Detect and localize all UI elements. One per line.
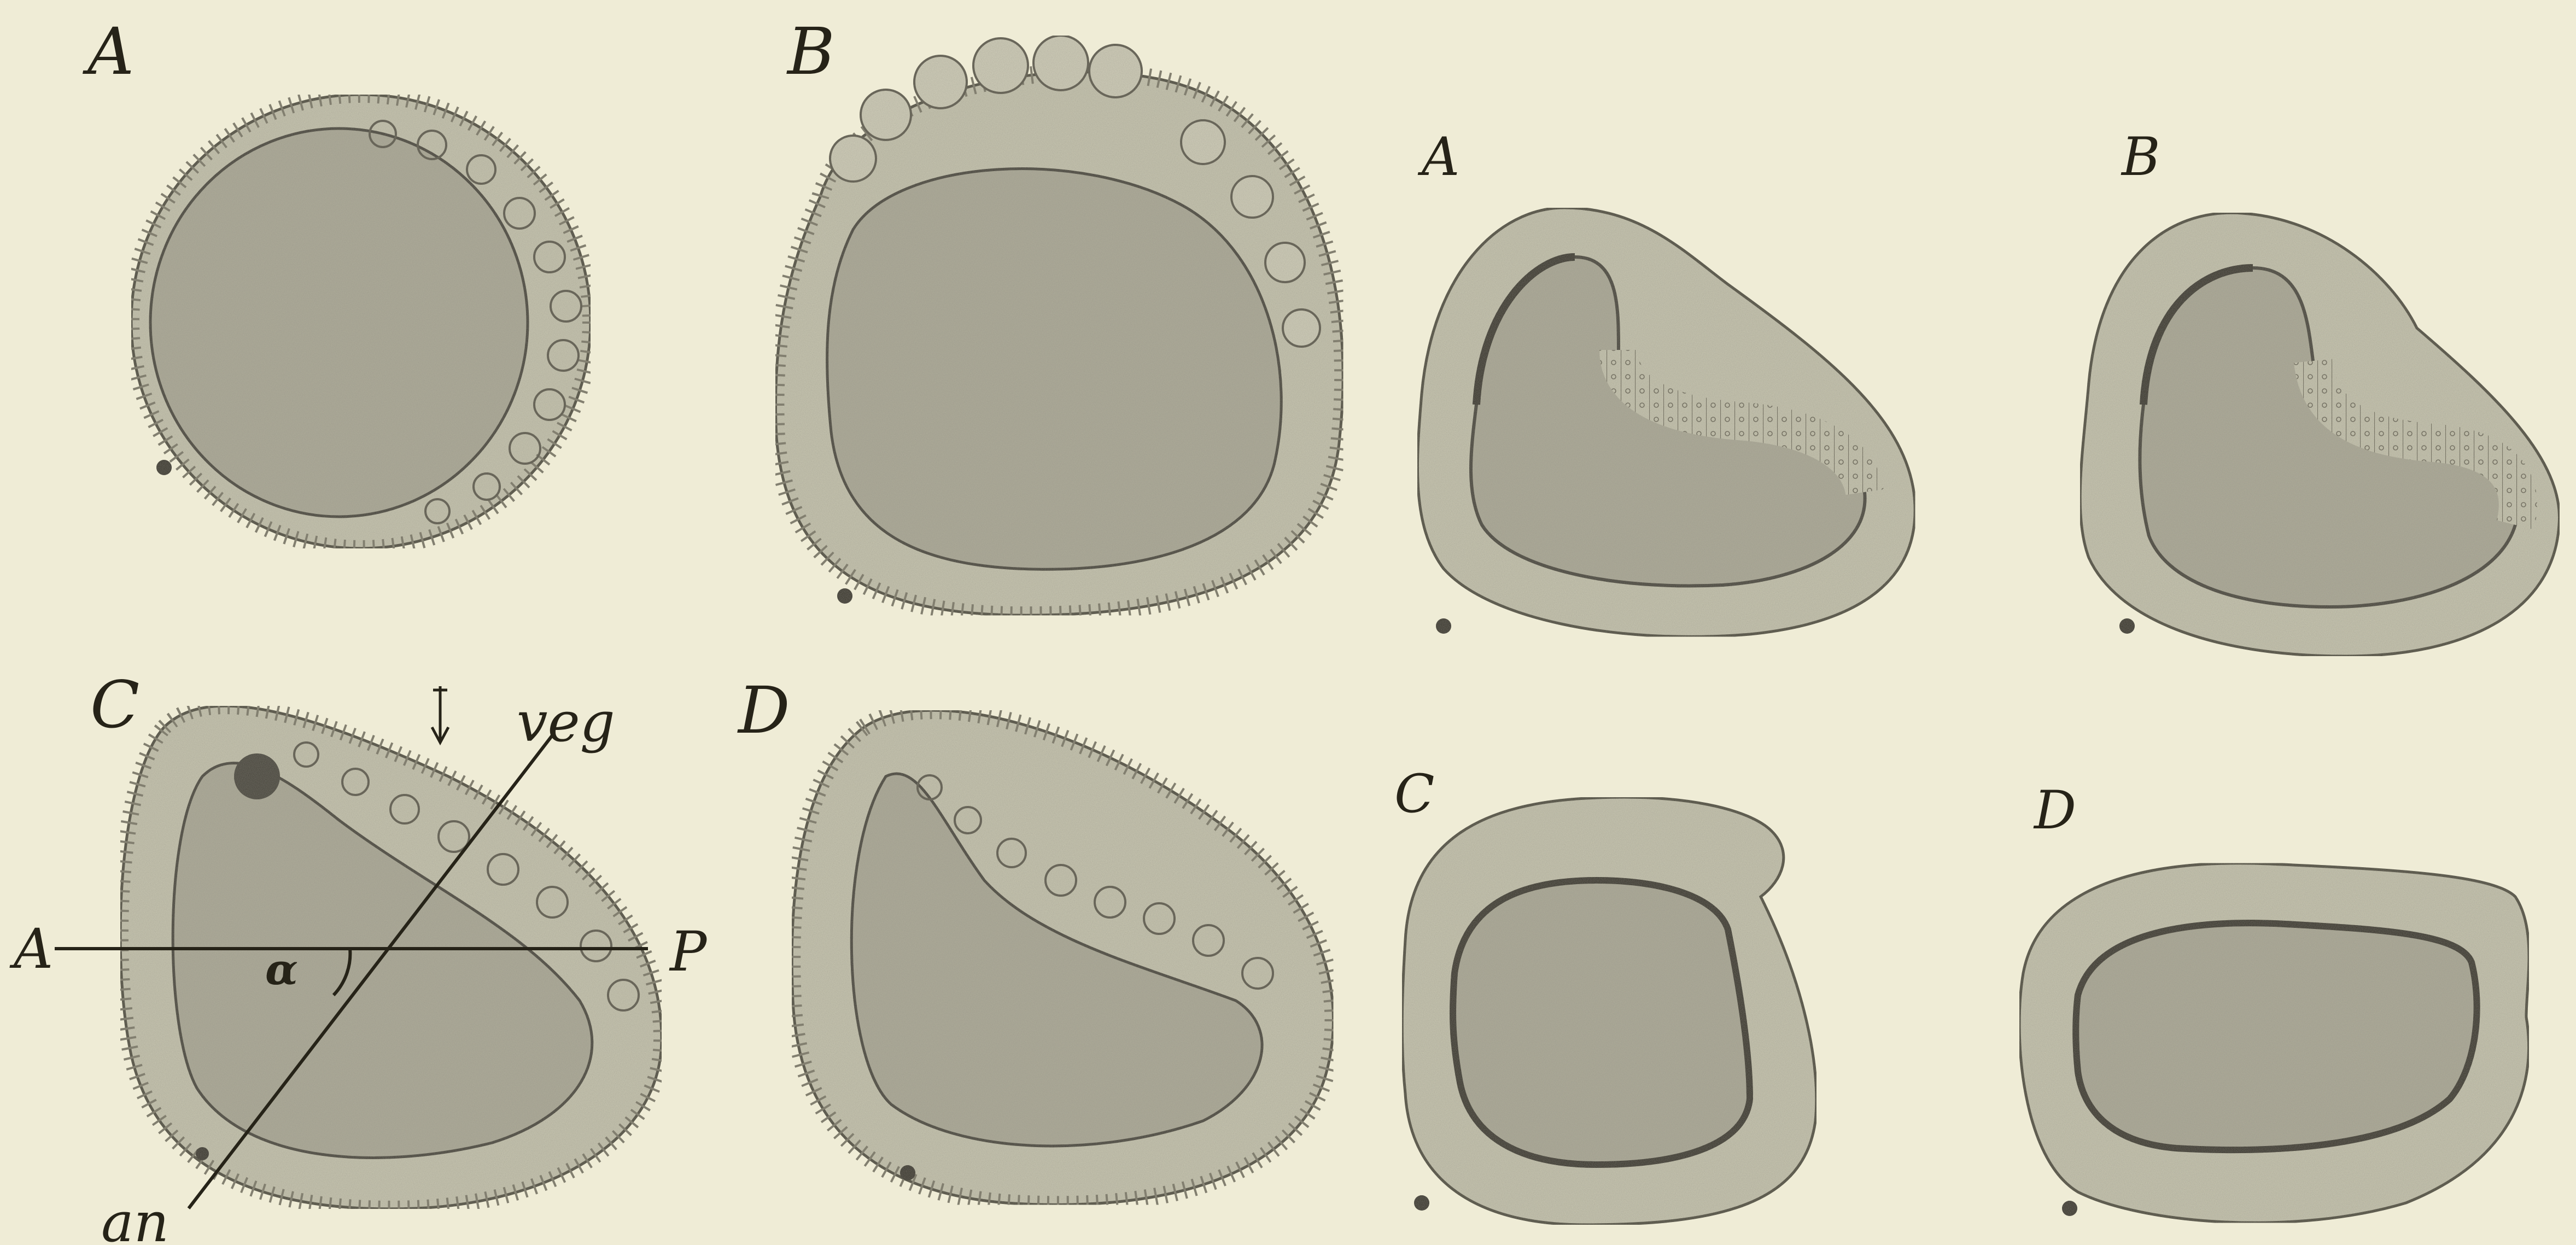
label-left-a: A: [83, 14, 134, 89]
embryo-left-a: [131, 95, 591, 548]
label-anterior: A: [9, 917, 53, 981]
embryo-right-d: [2019, 863, 2529, 1223]
label-left-c: C: [90, 667, 139, 743]
label-right-a: A: [1417, 126, 1459, 188]
label-left-d: D: [737, 673, 790, 748]
label-right-d: D: [2033, 780, 2076, 841]
label-angle: α: [265, 945, 298, 995]
label-vegetal: veg: [517, 690, 615, 754]
embryo-left-c: [120, 706, 662, 1209]
arrow-icon: [432, 686, 448, 743]
embryo-left-d: [792, 710, 1333, 1205]
label-animal: an: [101, 1190, 169, 1245]
embryo-right-b: [2080, 213, 2559, 656]
label-right-b: B: [2121, 126, 2160, 188]
label-right-c: C: [1394, 763, 1434, 825]
embryo-left-b: [775, 36, 1343, 615]
embryo-right-c: [1402, 797, 1816, 1225]
label-left-b: B: [786, 14, 835, 89]
label-posterior: P: [669, 920, 708, 984]
embryo-right-a: [1417, 208, 1915, 636]
